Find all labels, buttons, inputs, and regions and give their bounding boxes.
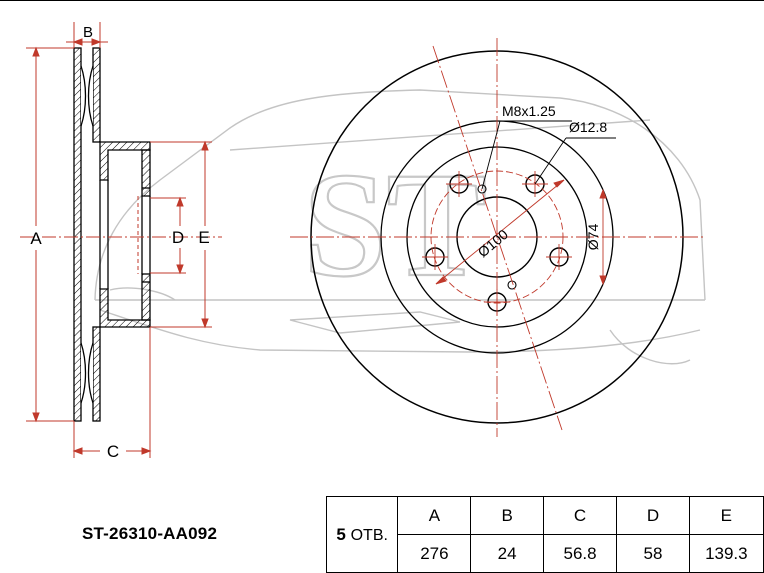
spec-header-a: A [397, 496, 472, 535]
spec-value-row: 276 24 56.8 58 139.3 [327, 534, 764, 573]
callout-bolt-circle: Ø74 [585, 224, 601, 251]
callout-hole-diameter: Ø12.8 [569, 119, 607, 135]
top-frame-line [0, 0, 764, 1]
holes-count: 5 [336, 524, 346, 544]
spec-table: 5 ОТВ. A B C D E 276 24 56.8 58 139.3 [325, 496, 764, 573]
dim-label-b: B [83, 24, 93, 41]
spec-value-e: 139.3 [688, 534, 764, 573]
spec-value-c: 56.8 [542, 534, 618, 573]
dim-label-e: E [198, 228, 209, 247]
dim-label-c: C [107, 442, 119, 461]
spec-value-b: 24 [470, 534, 544, 573]
holes-unit: ОТВ. [350, 526, 388, 544]
holes-count-cell: 5 ОТВ. [325, 496, 399, 573]
part-number: ST-26310-AA092 [82, 524, 218, 543]
watermark-logo: ST [303, 142, 486, 308]
dim-label-d: D [172, 228, 184, 247]
spec-header-b: B [470, 496, 544, 535]
spec-value-a: 276 [397, 534, 472, 573]
spec-value-d: 58 [616, 534, 690, 573]
disc-cross-section [73, 47, 151, 422]
spec-header-c: C [542, 496, 618, 535]
dimension-lines [26, 22, 212, 458]
dim-label-a: A [30, 229, 42, 248]
callout-thread: M8x1.25 [502, 103, 556, 119]
front-view-construction [290, 38, 706, 437]
spec-header-e: E [688, 496, 764, 535]
thread-hole [477, 184, 487, 194]
spec-header-row: 5 ОТВ. A B C D E [325, 496, 764, 573]
spec-header-d: D [616, 496, 690, 535]
dimension-labels: A B C D E [30, 24, 209, 461]
